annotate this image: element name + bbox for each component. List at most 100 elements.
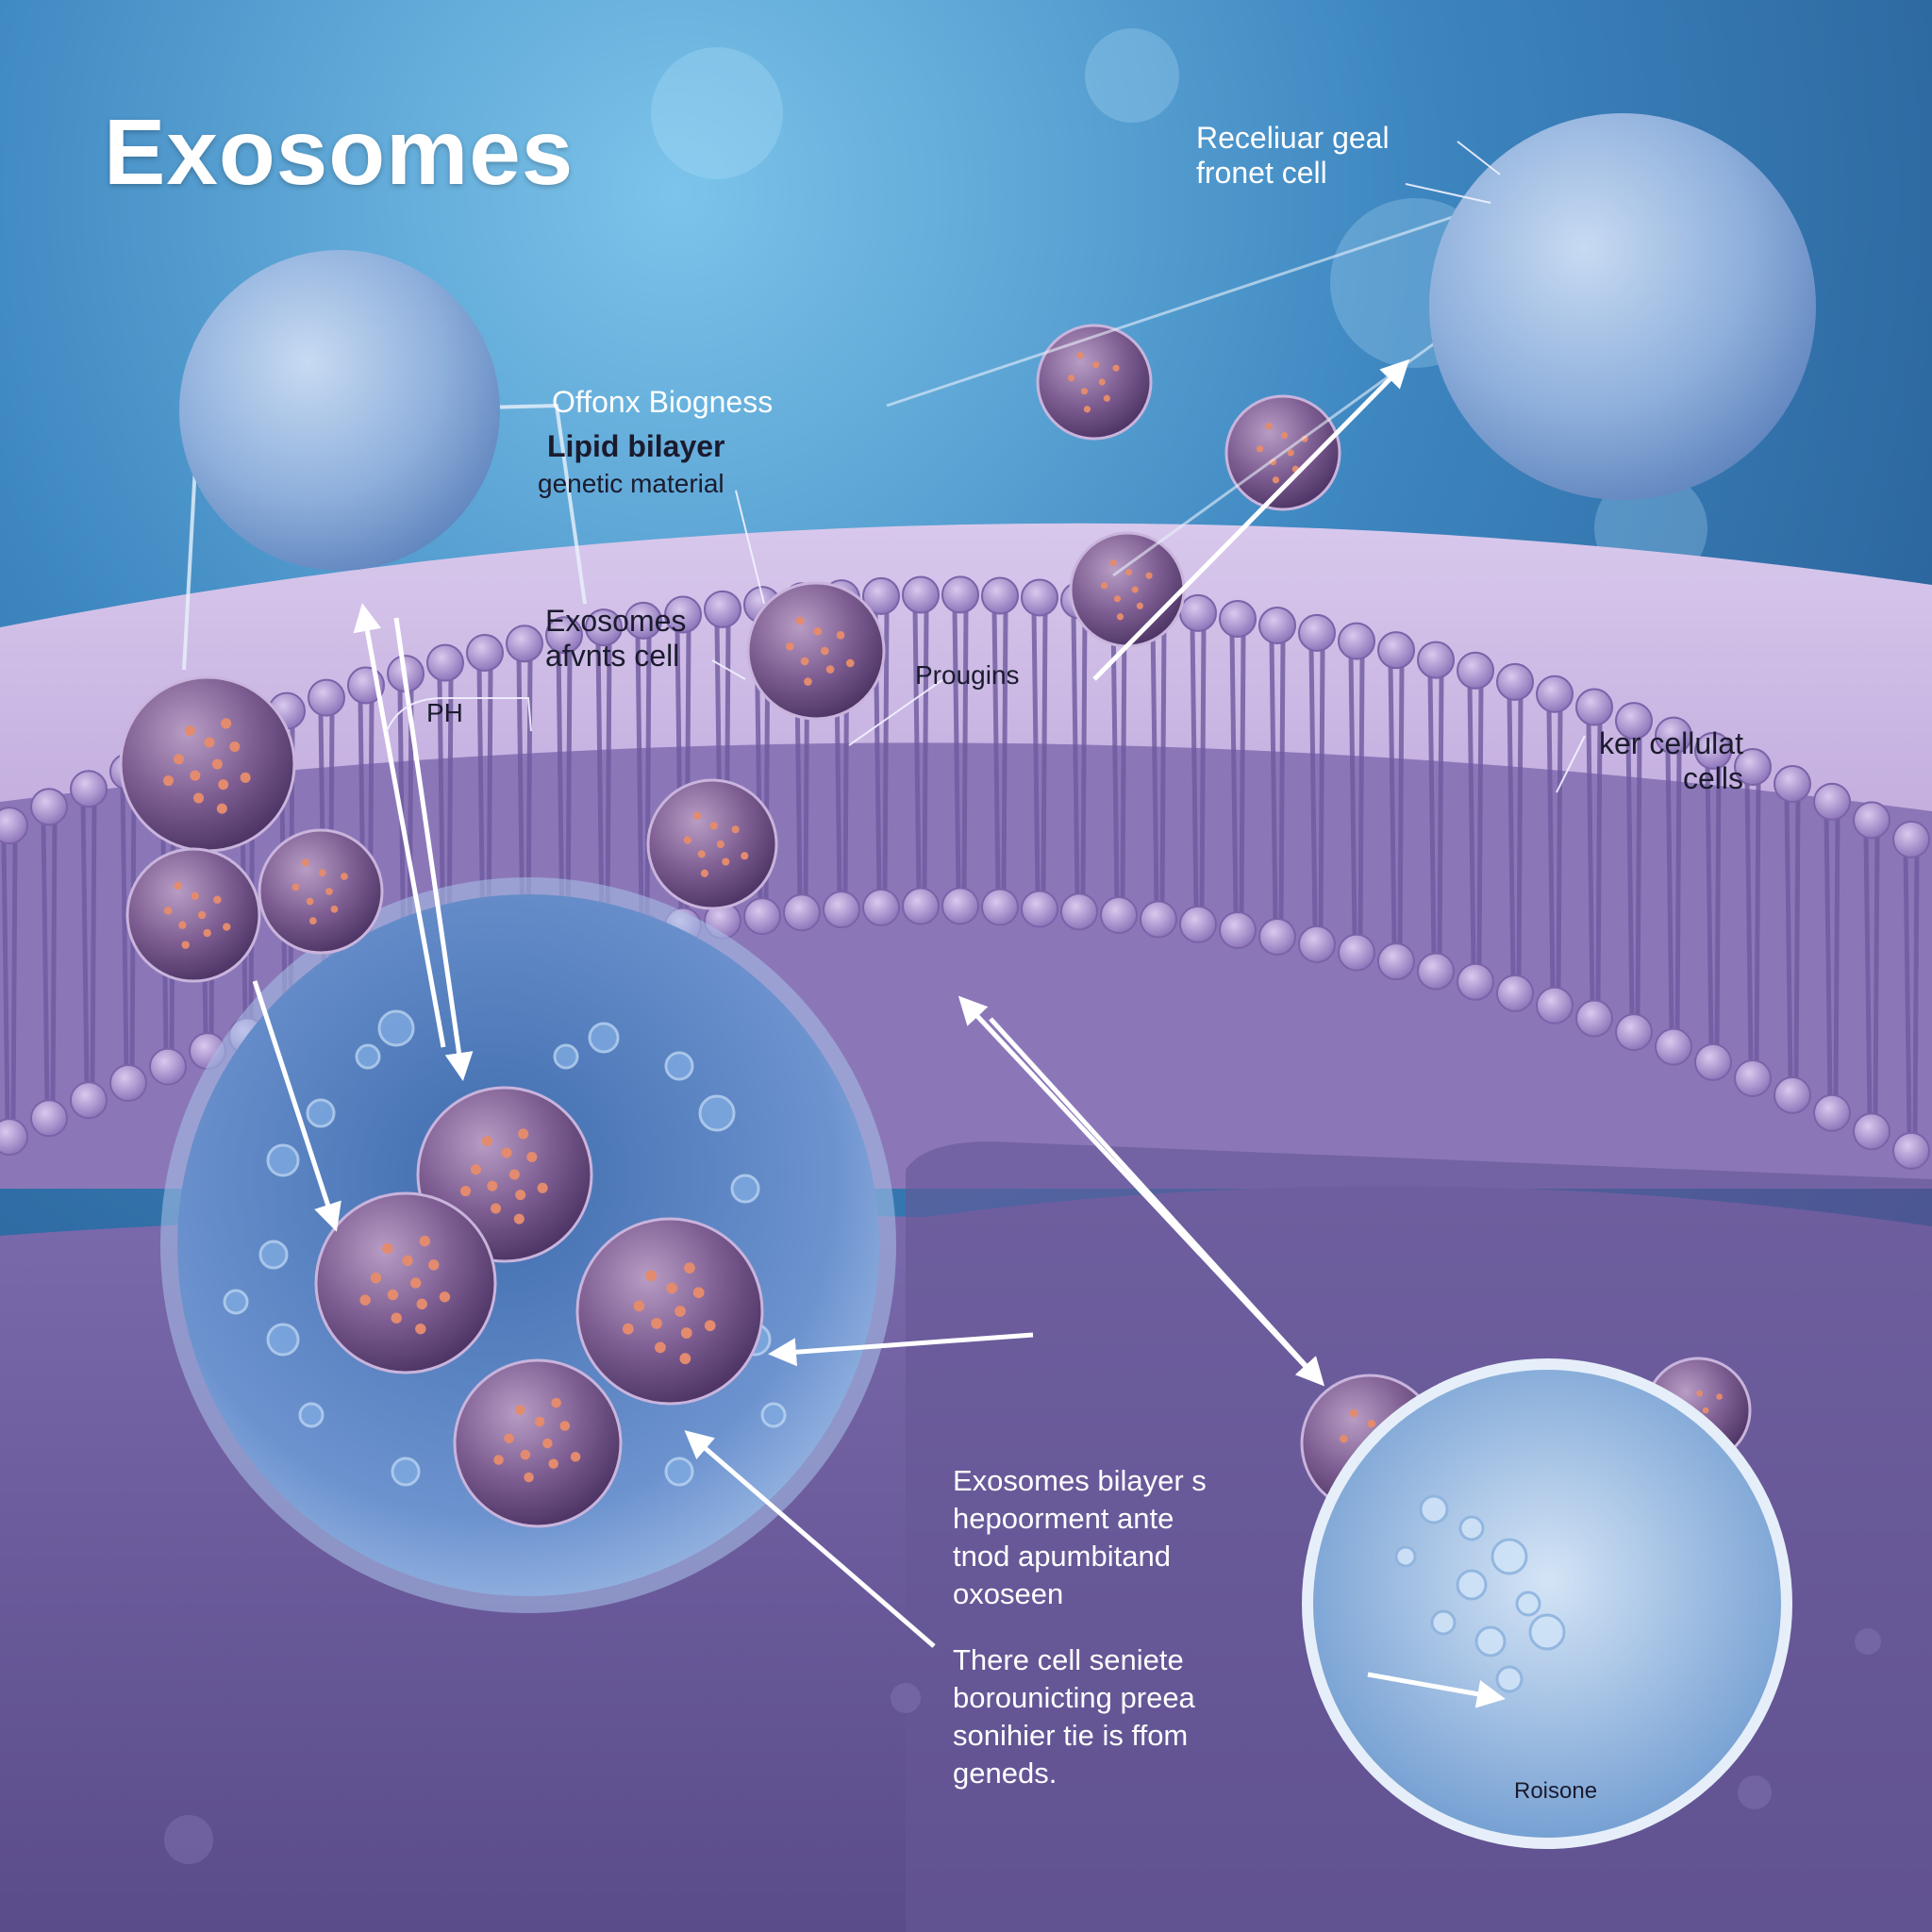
lipid-head-icon bbox=[30, 788, 68, 826]
lipid-head-icon bbox=[664, 595, 702, 634]
lipid-head-icon bbox=[1457, 962, 1494, 1001]
lipid-head-icon bbox=[466, 634, 504, 673]
lipid-head-icon bbox=[1734, 747, 1772, 786]
lipid-head-icon bbox=[1892, 820, 1930, 858]
exosome-vesicle-icon bbox=[1069, 531, 1186, 648]
lipid-head-icon bbox=[1100, 895, 1138, 934]
lipid-head-icon bbox=[1417, 952, 1455, 991]
arrow-icon bbox=[1092, 358, 1410, 681]
ph-label: PH bbox=[426, 698, 463, 727]
lipid-head-icon bbox=[981, 576, 1019, 615]
lipid-head-icon bbox=[109, 1064, 147, 1103]
arrow-icon bbox=[684, 1430, 936, 1648]
lipid-head-icon bbox=[149, 1047, 187, 1086]
lipid-head-icon bbox=[1496, 974, 1534, 1012]
description-paragraph-2: There cell seniete borounicting preea so… bbox=[953, 1643, 1195, 1790]
exosome-vesicle-icon bbox=[646, 778, 778, 910]
exosome-vesicle-icon bbox=[258, 828, 384, 955]
lipid-head-icon bbox=[0, 807, 28, 845]
description-paragraph-1: Exosomes bilayer s hepoorment ante tnod … bbox=[953, 1464, 1207, 1610]
lipid-head-icon bbox=[1575, 688, 1613, 726]
lipid-head-icon bbox=[1615, 1013, 1653, 1052]
lipid-head-icon bbox=[70, 770, 108, 808]
lipid-head-icon bbox=[1615, 702, 1653, 741]
lipid-head-icon bbox=[1536, 986, 1574, 1024]
receiving-cell-label: Receliuar geal fronet cell bbox=[1196, 121, 1390, 190]
diagram-title: Exosomes bbox=[104, 100, 575, 204]
lipid-head-icon bbox=[704, 590, 741, 628]
arrow-icon bbox=[989, 1017, 1325, 1387]
lipid-head-icon bbox=[1892, 1131, 1930, 1170]
lipid-head-icon bbox=[862, 576, 900, 615]
lipid-head-icon bbox=[30, 1099, 68, 1138]
lipid-head-icon bbox=[862, 888, 900, 926]
lipid-head-icon bbox=[902, 575, 940, 614]
exosome-vesicle-icon bbox=[1036, 324, 1153, 441]
lipid-head-icon bbox=[1774, 1075, 1811, 1114]
inset-circle bbox=[1313, 1370, 1781, 1838]
lipid-head-icon bbox=[0, 1118, 28, 1157]
lipid-head-icon bbox=[981, 888, 1019, 926]
zoom-cell bbox=[179, 250, 500, 571]
lipid-head-icon bbox=[1417, 641, 1455, 679]
lipid-head-icon bbox=[426, 643, 464, 682]
lipid-head-icon bbox=[1258, 607, 1296, 645]
lipid-head-icon bbox=[1734, 1058, 1772, 1097]
lipid-head-icon bbox=[1457, 651, 1494, 690]
receiving-cell bbox=[1429, 113, 1816, 500]
lipid-bilayer-label: Lipid bilayer bbox=[547, 429, 725, 463]
lipid-head-icon bbox=[1694, 1042, 1732, 1081]
biogenesis-label: Offonx Biogness bbox=[552, 385, 774, 419]
lipid-head-icon bbox=[1694, 731, 1732, 770]
lipid-head-icon bbox=[1813, 1093, 1851, 1132]
lipid-head-icon bbox=[1298, 924, 1336, 963]
lipid-head-icon bbox=[1655, 716, 1692, 755]
arrow-icon bbox=[353, 603, 446, 1048]
genetic-material-label: genetic material bbox=[538, 469, 724, 498]
lipid-head-icon bbox=[902, 887, 940, 925]
arrow-icon bbox=[1367, 1672, 1506, 1708]
inter-cellular-label: ker cellulat cells bbox=[1599, 726, 1743, 795]
lipid-head-icon bbox=[783, 893, 821, 932]
exosome-vesicle-icon bbox=[314, 1191, 497, 1374]
lipid-head-icon bbox=[308, 678, 345, 717]
exosome-vesicle-icon bbox=[453, 1358, 623, 1528]
exosome-vesicle-icon bbox=[119, 675, 296, 853]
lipid-head-icon bbox=[1021, 578, 1058, 617]
inset-caption: Roisone bbox=[1514, 1778, 1598, 1804]
lipid-head-icon bbox=[1813, 782, 1851, 821]
lipid-head-icon bbox=[1298, 613, 1336, 652]
lipid-head-icon bbox=[1338, 622, 1375, 660]
exosome-vesicle-icon bbox=[575, 1217, 764, 1406]
lipid-head-icon bbox=[941, 887, 979, 925]
lipid-head-icon bbox=[1179, 593, 1217, 632]
lipid-head-icon bbox=[506, 625, 543, 663]
lipid-head-icon bbox=[1219, 911, 1257, 950]
lipid-head-icon bbox=[1021, 890, 1058, 928]
lipid-head-icon bbox=[545, 616, 583, 655]
lipid-head-icon bbox=[1377, 631, 1415, 670]
lipid-head-icon bbox=[1496, 662, 1534, 701]
lipid-head-icon bbox=[1140, 900, 1177, 939]
lipid-head-icon bbox=[1655, 1027, 1692, 1066]
exosome-vesicle-icon bbox=[746, 581, 886, 721]
exosomes-affects-label: Exosomes afvnts cell bbox=[545, 604, 687, 673]
lipid-head-icon bbox=[941, 575, 979, 614]
lipid-head-icon bbox=[823, 891, 860, 929]
lipid-head-icon bbox=[1219, 600, 1257, 639]
lipid-head-icon bbox=[625, 601, 662, 640]
lipid-head-icon bbox=[1338, 933, 1375, 972]
exosome-vesicle-icon bbox=[125, 847, 261, 983]
lipid-head-icon bbox=[1060, 892, 1098, 931]
lipid-head-icon bbox=[1377, 942, 1415, 981]
arrow-icon bbox=[393, 617, 474, 1081]
arrow-icon bbox=[768, 1332, 1034, 1367]
lipid-head-icon bbox=[1536, 675, 1574, 713]
arrow-icon bbox=[252, 980, 341, 1232]
lipid-head-icon bbox=[1575, 999, 1613, 1038]
proteins-label: Prougins bbox=[915, 660, 1020, 690]
lipid-head-icon bbox=[1179, 905, 1217, 943]
lipid-head-icon bbox=[70, 1081, 108, 1120]
